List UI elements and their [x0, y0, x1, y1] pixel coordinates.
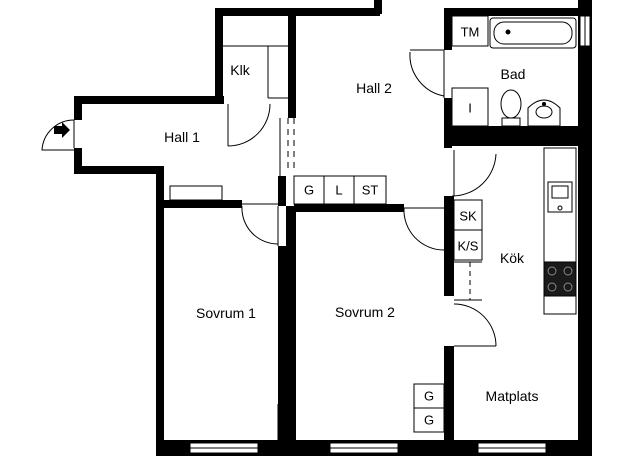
washbasin-icon [527, 99, 561, 127]
tm-box [451, 15, 489, 47]
room-label-matplats: Matplats [485, 388, 539, 404]
wall-segment [74, 166, 164, 174]
room-label-sovrum2: Sovrum 2 [335, 304, 395, 320]
wall-segment [74, 96, 82, 120]
wall-segment [374, 0, 382, 14]
entrance-arrow-icon [54, 122, 70, 138]
wardrobe [169, 185, 223, 201]
wall-segment [278, 176, 286, 206]
room-label-g-lower-2: G [423, 412, 435, 428]
walls [74, 0, 592, 456]
wall-segment [286, 206, 296, 440]
g-box [413, 407, 445, 433]
sink-icon [547, 181, 573, 213]
room-label-l: L [335, 182, 343, 198]
room-label-g: G [303, 182, 315, 198]
wall-segment [294, 204, 404, 212]
bathtub-icon [489, 17, 577, 49]
room-label-hall2: Hall 2 [356, 80, 392, 96]
wall-segment [444, 196, 454, 296]
wall-segment [288, 14, 296, 118]
wall-segment [578, 0, 592, 456]
door-swing [451, 153, 497, 197]
wall-segment [74, 96, 224, 104]
door-swing [227, 103, 271, 147]
wall-segment [444, 346, 454, 440]
ks-box [453, 229, 483, 261]
windows [189, 15, 591, 454]
kitchen-counter [543, 147, 577, 315]
room-label-g-lower-1: G [423, 388, 435, 404]
toilet-icon [501, 117, 521, 127]
door-swing [409, 51, 445, 97]
stove-icon [543, 261, 577, 297]
room-label-sk: SK [459, 208, 477, 224]
entrance-door-swing [41, 119, 75, 151]
door-swing [403, 207, 445, 251]
wall-segment [444, 98, 452, 148]
wall-segment [444, 8, 584, 16]
wall-segment [164, 200, 242, 208]
room-label-i: I [468, 100, 472, 116]
room-label-hall1: Hall 1 [164, 129, 200, 145]
door-swing [241, 205, 279, 245]
wall-segment [444, 8, 452, 50]
storage-row [293, 175, 387, 205]
door-swing [453, 303, 497, 347]
wall-segment [215, 8, 223, 98]
room-label-klk: Klk [230, 62, 250, 78]
wall-segment [444, 126, 584, 146]
room-label-ks: K/S [457, 238, 479, 254]
room-label-bad: Bad [500, 66, 526, 82]
wall-segment [278, 246, 286, 440]
room-label-tm: TM [460, 24, 480, 40]
i-box [451, 87, 489, 127]
room-label-st: ST [361, 182, 379, 198]
wall-segment [215, 8, 380, 16]
wall-segment [74, 148, 82, 174]
wall-segment [156, 166, 164, 456]
room-label-kok: Kök [499, 250, 525, 266]
room-label-sovrum1: Sovrum 1 [196, 305, 256, 321]
